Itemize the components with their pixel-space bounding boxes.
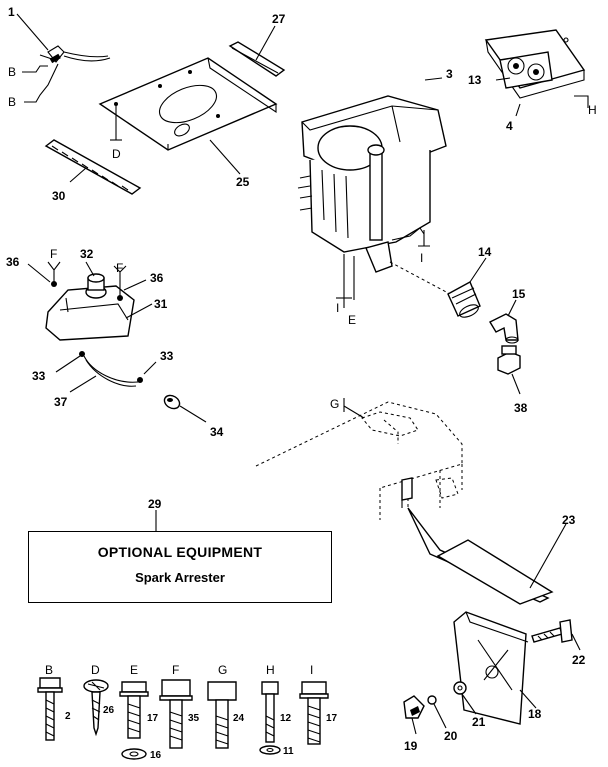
legend-part-e: 17: [147, 713, 159, 724]
legend-part-i: 17: [326, 713, 338, 724]
hardware-screw-d: [83, 679, 109, 737]
callout-34: 34: [210, 425, 224, 439]
hardware-bolt-e: [119, 681, 149, 760]
hardware-bolt-f: [159, 679, 193, 749]
spark-arrester-label: Spark Arrester: [135, 570, 225, 585]
callout-18: 18: [528, 707, 542, 721]
letter-f-right: F: [116, 261, 123, 275]
callout-1: 1: [8, 5, 15, 19]
callout-22: 22: [572, 653, 586, 667]
callout-3: 3: [446, 67, 453, 81]
letter-i-left: I: [336, 301, 339, 315]
letter-b-upper: B: [8, 65, 16, 79]
muffler-part-4: [484, 29, 589, 117]
callout-36-right: 36: [150, 271, 164, 285]
callout-36-left: 36: [6, 255, 20, 269]
engine-mount-plate-part-25: [98, 57, 278, 175]
hardware-bolt-i: [299, 681, 329, 745]
hardware-bolt-h: [259, 681, 281, 755]
callout-14: 14: [478, 245, 492, 259]
legend-letter-b: B: [45, 663, 53, 677]
callout-15: 15: [512, 287, 526, 301]
fuel-line-part-37: [55, 351, 157, 393]
callout-27: 27: [272, 12, 286, 26]
letter-h: H: [588, 103, 597, 117]
engine-part-3: [297, 77, 451, 308]
fuel-tank-part-31: [27, 261, 153, 341]
spacer-part-20: [427, 695, 447, 729]
letter-f-left: F: [50, 247, 57, 261]
legend-part-f: 35: [188, 713, 200, 724]
legend-washer-e: 16: [150, 750, 162, 761]
deflector-part-23: [407, 507, 567, 605]
elbow-part-15: [489, 299, 519, 344]
fitting-part-34: [163, 394, 207, 423]
hardware-legend: [37, 677, 329, 760]
nut-part-19: [403, 695, 425, 735]
legend-part-b: 2: [65, 711, 71, 722]
gasket-strip-part-27: [228, 25, 286, 77]
legend-letter-e: E: [130, 663, 138, 677]
legend-part-d: 26: [103, 705, 115, 716]
letter-e: E: [348, 313, 356, 327]
legend-letter-i: I: [310, 663, 313, 677]
callout-37: 37: [54, 395, 68, 409]
throttle-clip-part-1: [16, 13, 111, 103]
hardware-bolt-b: [37, 677, 63, 741]
callout-4: 4: [506, 119, 513, 133]
callout-21: 21: [472, 715, 486, 729]
bolt-part-22: [531, 619, 581, 651]
letter-d: D: [112, 147, 121, 161]
callout-13: 13: [468, 73, 482, 87]
washer-part-21: [453, 681, 477, 715]
optional-equipment-box: OPTIONAL EQUIPMENT Spark Arrester: [28, 531, 332, 603]
callout-32: 32: [80, 247, 94, 261]
callout-19: 19: [404, 739, 418, 753]
callout-25: 25: [236, 175, 250, 189]
letter-b-lower: B: [8, 95, 16, 109]
hardware-bolt-g: [207, 681, 237, 749]
pipe-nipple-part-14: [447, 257, 487, 318]
callout-20: 20: [444, 729, 458, 743]
callout-31: 31: [154, 297, 168, 311]
legend-washer-h: 11: [283, 746, 294, 757]
legend-part-g: 24: [233, 713, 245, 724]
legend-letter-g: G: [218, 663, 227, 677]
callout-38: 38: [514, 401, 528, 415]
callout-23: 23: [562, 513, 576, 527]
letter-g: G: [330, 397, 339, 411]
tractor-frame-outline: [255, 398, 463, 520]
callout-30: 30: [52, 189, 66, 203]
legend-part-h: 12: [280, 713, 292, 724]
baffle-plate-part-18: [453, 611, 537, 725]
callout-33-right: 33: [160, 349, 174, 363]
legend-letter-h: H: [266, 663, 275, 677]
letter-i-right: I: [420, 251, 423, 265]
legend-letter-d: D: [91, 663, 100, 677]
callout-29: 29: [148, 497, 162, 511]
cap-part-38: [497, 345, 521, 395]
legend-letter-f: F: [172, 663, 179, 677]
perforated-strip-part-30: [44, 139, 142, 195]
optional-equipment-title: OPTIONAL EQUIPMENT: [97, 544, 263, 560]
callout-33-left: 33: [32, 369, 46, 383]
